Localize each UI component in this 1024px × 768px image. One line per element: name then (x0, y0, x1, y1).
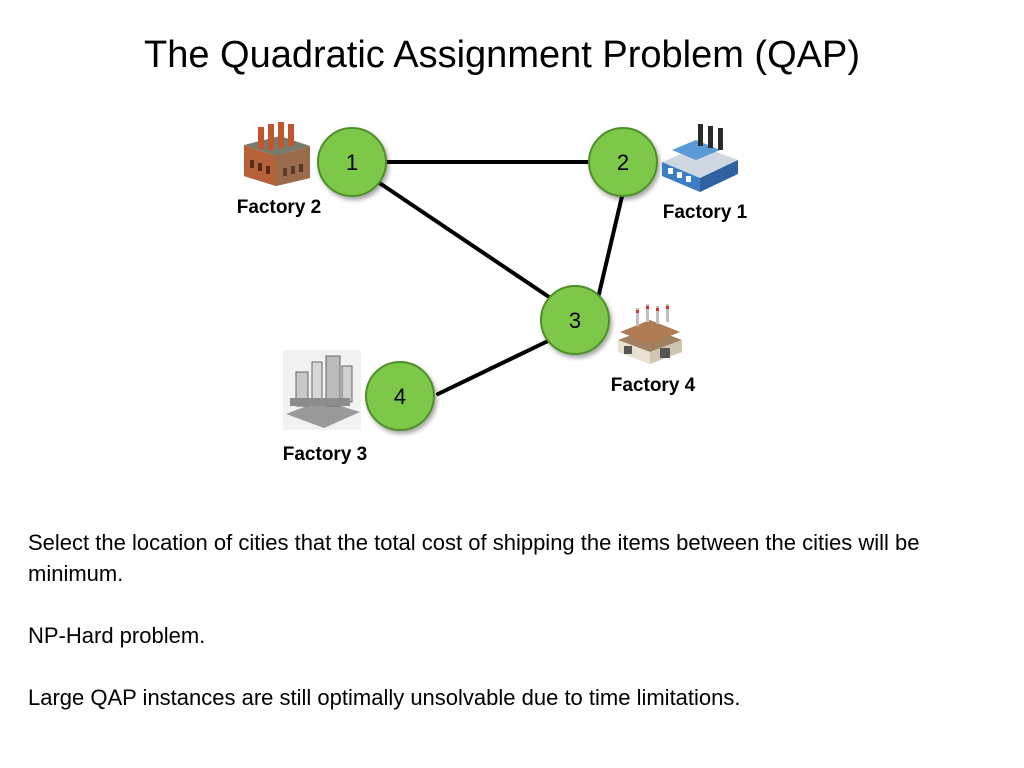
edge-2-3 (597, 190, 625, 296)
description-line-nphard: NP-Hard problem. (28, 623, 206, 648)
page-title: The Quadratic Assignment Problem (QAP) (144, 34, 860, 76)
node-2: 2 (588, 127, 658, 197)
edges (376, 160, 625, 396)
node-4-label: 4 (394, 384, 406, 409)
factory-label-node-3: Factory 4 (611, 375, 696, 396)
node-1-label: 1 (346, 150, 358, 175)
nodes: 1 2 3 4 (317, 127, 658, 431)
small-factory-icon (618, 304, 682, 364)
factory-label-node-2: Factory 1 (663, 202, 748, 223)
industrial-plant-icon (283, 350, 361, 430)
description-line-cost: Select the location of cities that the t… (28, 530, 920, 586)
edge-3-4 (436, 338, 552, 396)
node-1: 1 (317, 127, 387, 197)
node-4: 4 (365, 361, 435, 431)
node-3: 3 (540, 285, 610, 355)
factory-label-node-1: Factory 2 (237, 197, 321, 218)
factory-label-node-4: Factory 3 (283, 444, 367, 465)
brick-factory-icon (244, 122, 310, 186)
description: Select the location of cities that the t… (28, 527, 1003, 713)
description-line-large-instances: Large QAP instances are still optimally … (28, 685, 741, 710)
node-3-label: 3 (569, 308, 581, 333)
node-2-label: 2 (617, 150, 629, 175)
blue-factory-icon (662, 124, 738, 192)
edge-1-3 (376, 180, 551, 299)
